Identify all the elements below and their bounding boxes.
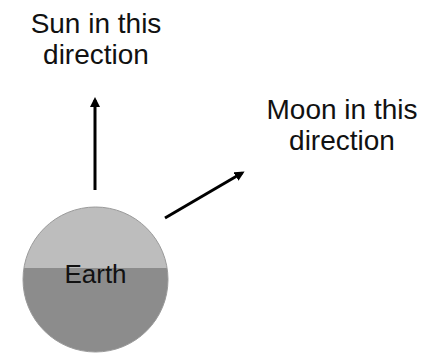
sun-arrow bbox=[94, 100, 97, 190]
moon-arrow bbox=[165, 173, 242, 218]
direction-label: Moon in this direction bbox=[240, 94, 444, 156]
earth-circle: Earth bbox=[22, 206, 169, 353]
direction-label: Sun in this direction bbox=[10, 8, 182, 70]
node-label: Earth bbox=[22, 259, 169, 289]
